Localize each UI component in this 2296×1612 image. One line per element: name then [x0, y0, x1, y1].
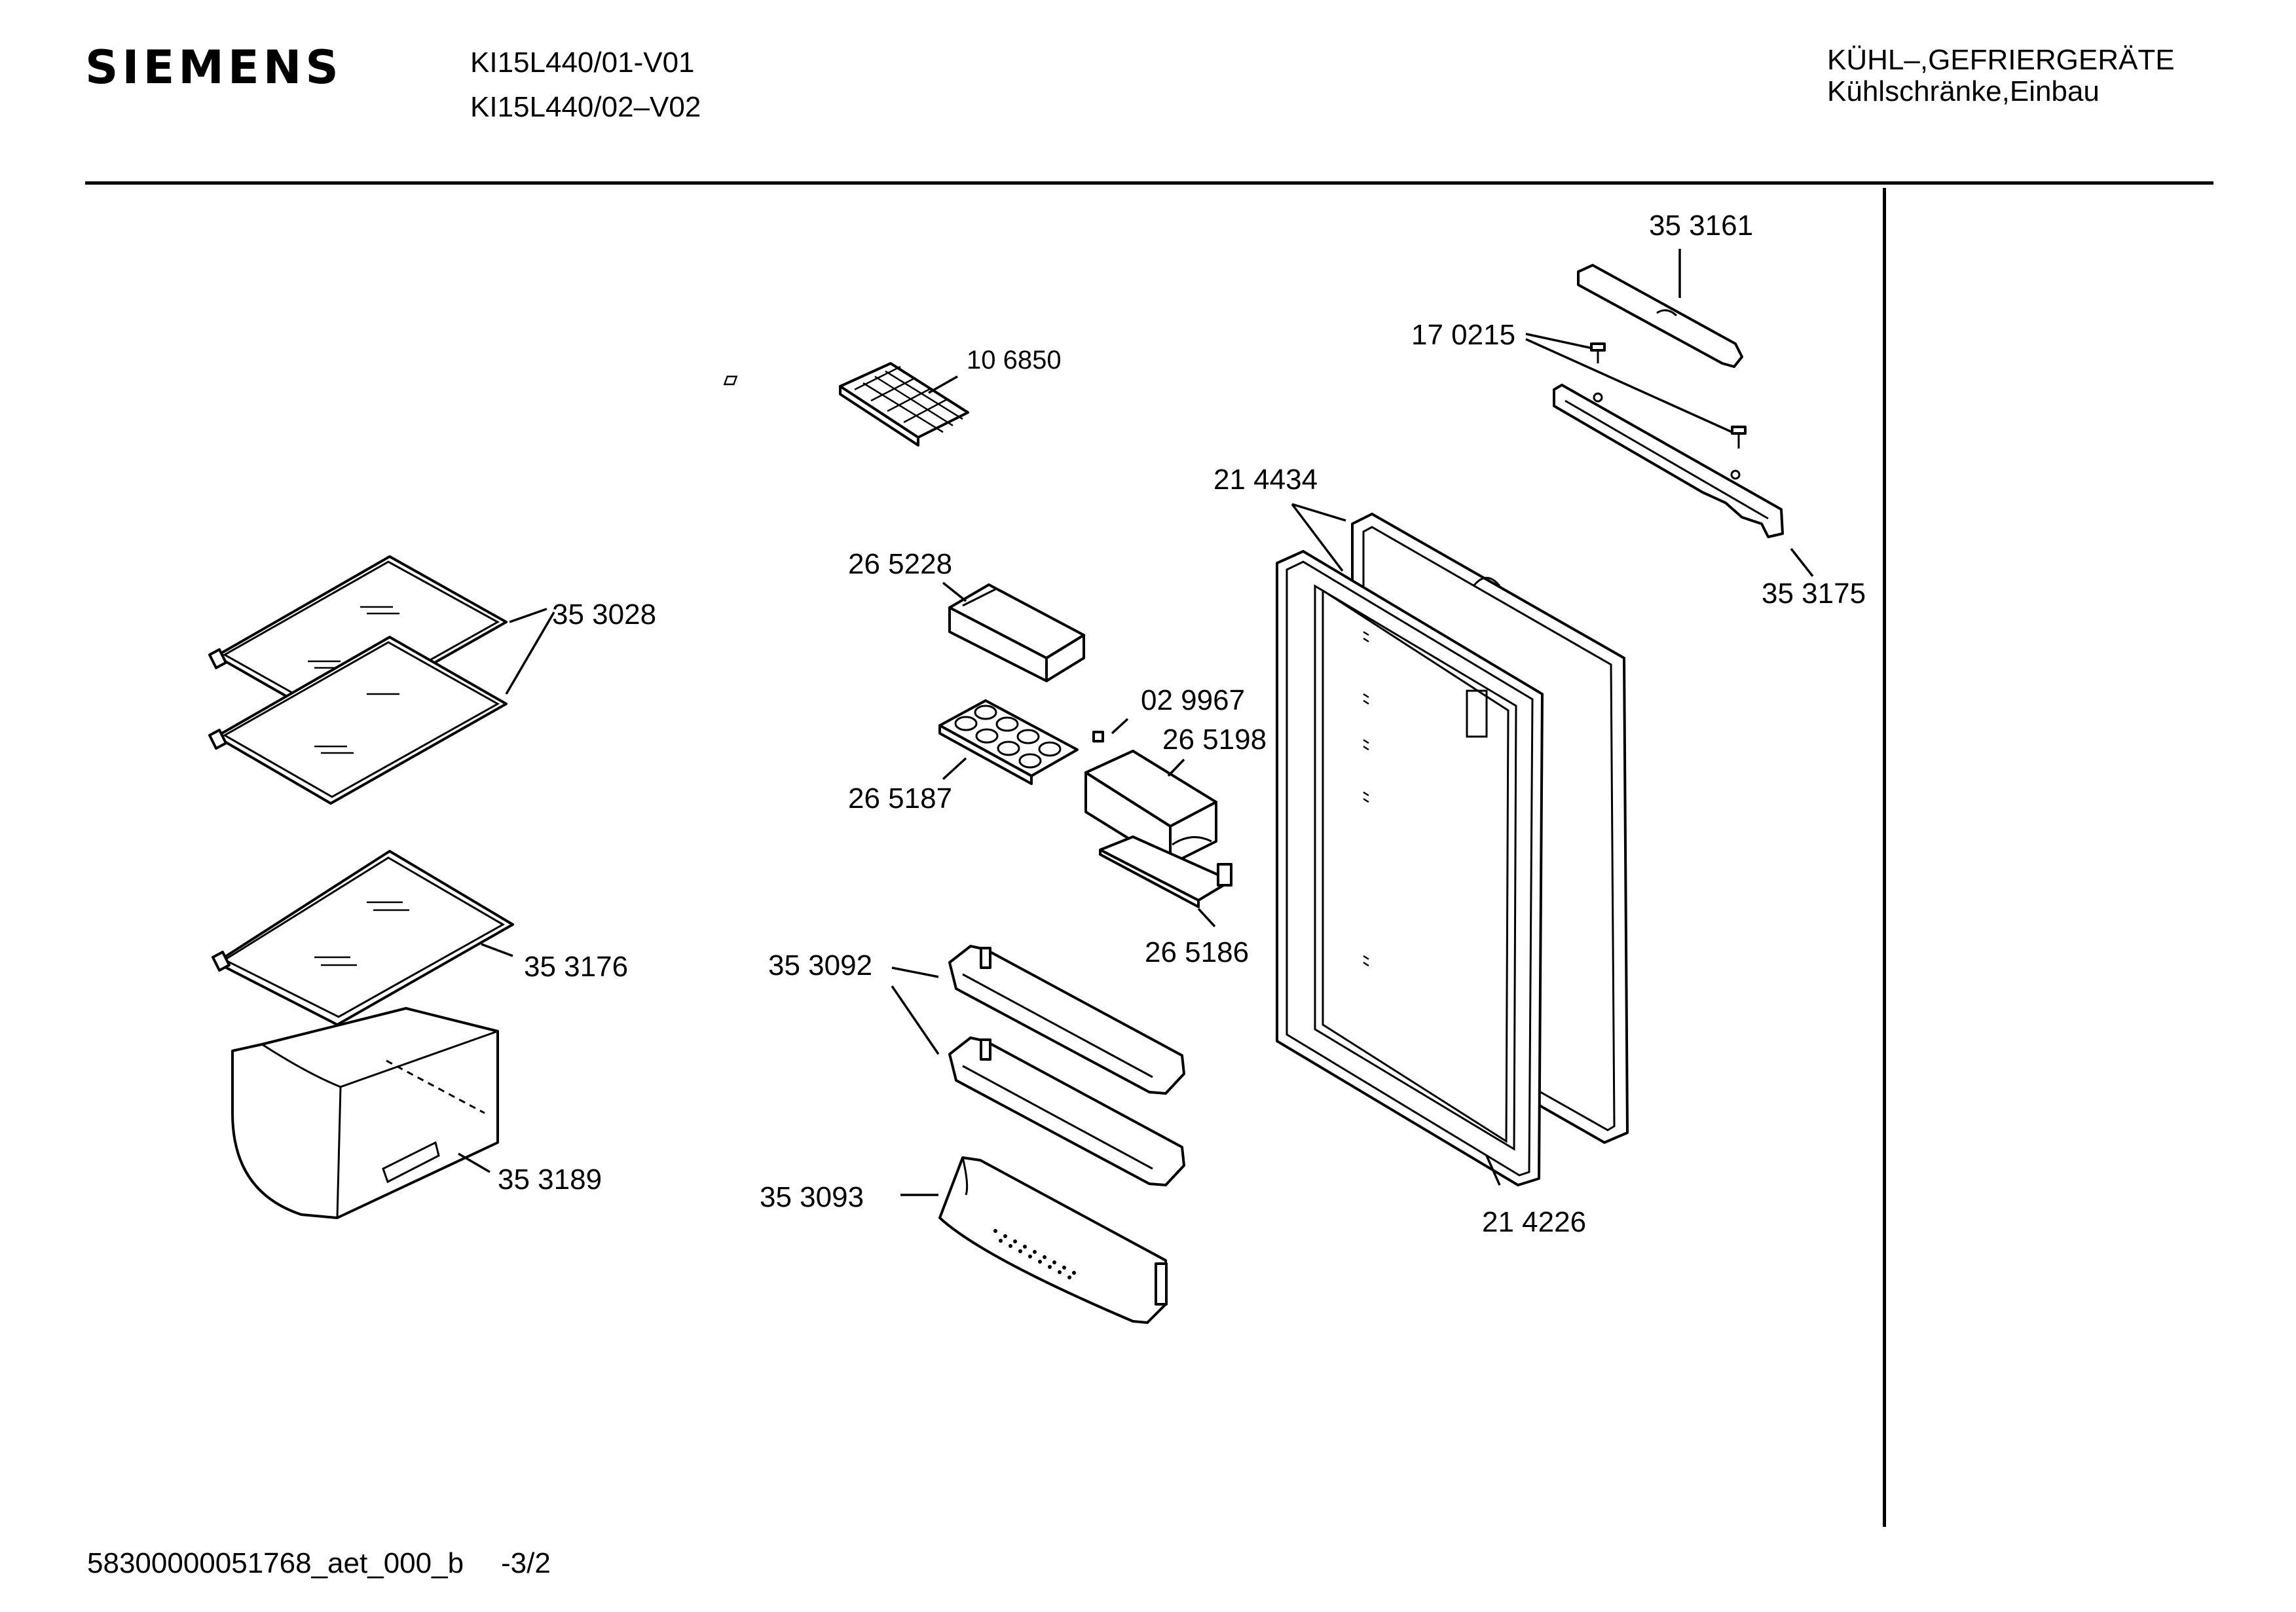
header-rule	[85, 181, 2213, 185]
page-reference: -3/2	[501, 1547, 551, 1579]
brand-logo: SIEMENS	[85, 41, 343, 94]
door-shelf-lower	[948, 1036, 1185, 1186]
egg-tray	[938, 699, 1079, 785]
label-bottle-shelf: 35 3093	[760, 1181, 864, 1213]
label-egg-tray: 26 5187	[848, 782, 953, 815]
glass-shelf-lower	[208, 636, 508, 805]
label-glass-shelf-single: 35 3176	[524, 951, 629, 983]
label-hinge-bracket: 35 3175	[1762, 577, 1866, 610]
model-number-2: KI15L440/02–V02	[470, 91, 701, 123]
document-code: 58300000051768_aet_000_b	[87, 1547, 464, 1579]
label-screws-top: 17 0215	[1411, 319, 1516, 351]
glass-shelf-single	[212, 850, 514, 1026]
screw-small	[1092, 731, 1104, 742]
model-number-1: KI15L440/01-V01	[470, 46, 695, 79]
butter-box	[948, 583, 1085, 682]
label-ice-tray: 10 6850	[967, 346, 1062, 375]
dairy-compartment-lid	[1084, 750, 1217, 866]
crisper-drawer	[231, 1007, 499, 1219]
appliance-category: KÜHL–,GEFRIERGERÄTE	[1827, 44, 2175, 76]
label-crisper-drawer: 35 3189	[498, 1163, 602, 1196]
label-top-cover: 35 3161	[1649, 210, 1754, 242]
screw-top-2	[1731, 426, 1747, 449]
top-cover	[1577, 264, 1743, 368]
hinge-bracket	[1553, 384, 1784, 538]
label-door-gasket: 21 4226	[1482, 1206, 1587, 1238]
label-glass-shelf-pair: 35 3028	[552, 598, 657, 631]
label-screw-small: 02 9967	[1141, 684, 1246, 716]
screw-top-1	[1590, 342, 1606, 363]
label-butter-box: 26 5228	[848, 548, 953, 580]
leader-lines	[458, 249, 1814, 1196]
ice-tray	[723, 362, 969, 447]
label-door-shelf-pair: 35 3092	[768, 949, 873, 981]
door-gasket	[1276, 550, 1544, 1186]
label-dairy-base: 26 5186	[1145, 936, 1250, 968]
appliance-subcategory: Kühlschränke,Einbau	[1827, 75, 2100, 107]
right-border-rule	[1883, 188, 1886, 1527]
label-door-panel: 21 4434	[1213, 464, 1318, 496]
bottle-shelf	[938, 1156, 1168, 1324]
label-dairy-lid: 26 5198	[1162, 724, 1267, 756]
dairy-compartment-base	[1099, 835, 1232, 908]
door-shelf-upper	[948, 945, 1185, 1095]
